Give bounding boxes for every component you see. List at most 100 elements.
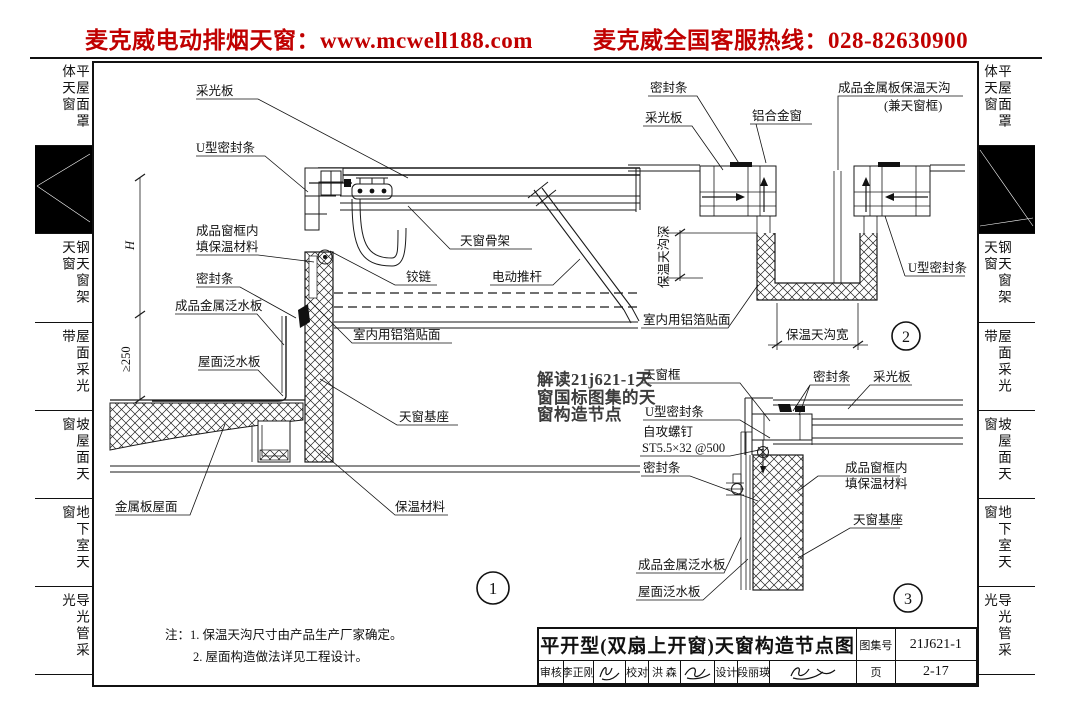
- detail-2-labels: 密封条 采光板 铝合金窗 成品金属板保温天沟 (兼天窗框) 保温天沟深 U型密封…: [643, 80, 968, 351]
- label-u-seal: U型密封条: [645, 404, 705, 419]
- header-divider: [30, 57, 1042, 59]
- sidebar-tab-label: 地下室天窗: [60, 504, 89, 571]
- sidebar-left: 平屋面罩体天窗 钢天窗架天窗 屋面采光带 坡屋面天窗 地下室天窗 导光管采光: [35, 58, 92, 683]
- dim-gutter-width: 保温天沟宽: [786, 327, 849, 342]
- note-item-2: 2. 屋面构造做法详见工程设计。: [193, 650, 369, 664]
- active-tab-marks: [36, 153, 91, 223]
- sidebar-tab-pitched-roof-skylight: 坡屋面天窗: [978, 411, 1035, 499]
- detail-1-number: 1: [489, 579, 498, 598]
- label-hinge: 铰链: [406, 269, 432, 284]
- label-screw-1: 自攻螺钉: [643, 425, 694, 439]
- detail-2-number: 2: [902, 329, 910, 346]
- detail-1-bubble: [476, 571, 510, 605]
- label-alu-window: 铝合金窗: [752, 108, 802, 123]
- page-number: 2-17: [923, 664, 949, 679]
- label-insulation: 保温材料: [395, 500, 446, 514]
- sidebar-tab-label: 坡屋面天窗: [982, 416, 1011, 483]
- sidebar-tab-label: 坡屋面天窗: [60, 416, 89, 483]
- detail-1-leaders: [115, 98, 581, 516]
- label-gutter-2: (兼天窗框): [884, 99, 942, 113]
- page-label: 页: [857, 661, 896, 683]
- sidebar-tab-label: 钢天窗架天窗: [982, 240, 1011, 307]
- watermark-text: 解读21j621-1天 窗国标图集的天 窗构造节点: [537, 371, 665, 424]
- sidebar-tab-roof-lightband: 屋面采光带: [978, 323, 1035, 411]
- detail-3-leaders: [636, 382, 912, 601]
- atlas-no-label: 图集号: [857, 629, 896, 660]
- sidebar-tab-flat-roof-skylight: 平屋面罩体天窗: [978, 58, 1035, 147]
- label-frame-fill-1: 成品窗框内: [196, 224, 259, 238]
- label-seal: 密封条: [196, 271, 234, 286]
- reviewer-name: 李正刚: [564, 661, 594, 683]
- notes-prefix: 注：: [165, 628, 191, 642]
- watermark-line: 解读21j621-1天: [537, 370, 653, 389]
- sidebar-tab-label: 导光管采光: [60, 593, 89, 660]
- label-frame: 天窗框: [643, 368, 681, 382]
- label-gutter-1: 成品金属板保温天沟: [838, 80, 951, 95]
- sidebar-tab-label: 屋面采光带: [982, 328, 1011, 395]
- label-seal: 密封条: [650, 80, 688, 95]
- title-block: 平开型(双扇上开窗)天窗构造节点图 图集号 21J621-1 审核 李正刚 校对…: [537, 627, 978, 685]
- label-frame-fill-1: 成品窗框内: [845, 461, 908, 475]
- label-foil: 室内用铝箔贴面: [643, 312, 731, 327]
- detail-3-labels: 天窗框 U型密封条 自攻螺钉 ST5.5×32 @500 密封条 成品金属泛水板…: [638, 368, 923, 613]
- watermark-line: 窗构造节点: [537, 405, 622, 424]
- sidebar-tab-label: 导光管采光: [982, 593, 1011, 660]
- sidebar-tab-label: 地下室天窗: [982, 504, 1011, 571]
- sidebar-tab-light-tube: 导光管采光: [978, 587, 1035, 676]
- sidebar-tab-label: 钢天窗架天窗: [60, 240, 89, 307]
- label-seal-right: 密封条: [813, 369, 851, 384]
- sidebar-tab-active: [35, 146, 92, 235]
- dim-gutter-depth: 保温天沟深: [657, 225, 671, 288]
- drawing-frame: [92, 61, 979, 687]
- sidebar-tab-steel-frame-skylight: 钢天窗架天窗: [978, 234, 1035, 323]
- notes: 注：1. 保温天沟尺寸由产品生产厂家确定。 2. 屋面构造做法详见工程设计。: [165, 624, 403, 668]
- designer-name: 段丽瑛: [738, 661, 770, 683]
- proof-label: 校对: [626, 661, 650, 683]
- design-label: 设计: [715, 661, 739, 683]
- sidebar-tab-active: [978, 146, 1035, 235]
- note-item-1: 1. 保温天沟尺寸由产品生产厂家确定。: [190, 628, 403, 642]
- label-foil: 室内用铝箔贴面: [353, 327, 441, 342]
- detail-3-jamb-section: [726, 397, 963, 591]
- detail-2-gutter-section: [628, 162, 965, 350]
- proofreader-name: 洪 森: [649, 661, 681, 683]
- label-u-seal: U型密封条: [908, 260, 968, 275]
- signature-scribble: [790, 667, 836, 680]
- detail-2-bubble: [891, 321, 921, 351]
- sidebar-tab-pitched-roof-skylight: 坡屋面天窗: [35, 411, 92, 499]
- dim-h: H: [123, 240, 137, 251]
- label-frame-fill-2: 填保温材料: [196, 240, 259, 254]
- header-hotline-text: 麦克威全国客服热线：028-82630900: [593, 28, 969, 53]
- dim-250: ≥250: [119, 346, 133, 372]
- sidebar-tab-light-tube: 导光管采光: [35, 587, 92, 676]
- header-website-text: 麦克威电动排烟天窗：www.mcwell188.com: [85, 28, 533, 53]
- sidebar-tab-flat-roof-skylight: 平屋面罩体天窗: [35, 58, 92, 147]
- label-metal-flashing: 成品金属泛水板: [175, 298, 263, 313]
- label-base: 天窗基座: [399, 409, 449, 424]
- detail-1-eave-section: [109, 167, 641, 473]
- detail-1-labels: 采光板 U型密封条 成品窗框内 填保温材料 密封条 成品金属泛水板 屋面泛水板 …: [115, 84, 543, 605]
- detail-3-number: 3: [904, 591, 912, 608]
- sidebar-tab-basement-skylight: 地下室天窗: [35, 499, 92, 588]
- designer-signature: [770, 661, 858, 683]
- label-metal-flashing: 成品金属泛水板: [638, 557, 726, 572]
- atlas-no-value: 21J621-1: [909, 636, 962, 652]
- label-seal-left: 密封条: [643, 460, 681, 475]
- label-roof-flashing: 屋面泛水板: [638, 585, 701, 599]
- label-metal-roof: 金属板屋面: [115, 499, 178, 514]
- label-u-seal: U型密封条: [196, 140, 256, 155]
- review-label: 审核: [539, 661, 564, 683]
- label-glazing: 采光板: [196, 84, 234, 98]
- reviewer-signature: [594, 661, 627, 683]
- sheet-title: 平开型(双扇上开窗)天窗构造节点图: [539, 629, 858, 660]
- watermark-line: 窗国标图集的天: [537, 387, 656, 407]
- label-actuator: 电动推杆: [492, 270, 543, 284]
- detail-3-bubble: [893, 583, 923, 613]
- sidebar-right: 平屋面罩体天窗 钢天窗架天窗 屋面采光带 坡屋面天窗 地下室天窗 导光管采光: [978, 58, 1035, 683]
- sidebar-tab-steel-frame-skylight: 钢天窗架天窗: [35, 234, 92, 323]
- label-glazing: 采光板: [873, 370, 911, 384]
- sidebar-tab-basement-skylight: 地下室天窗: [978, 499, 1035, 588]
- label-base: 天窗基座: [853, 512, 903, 527]
